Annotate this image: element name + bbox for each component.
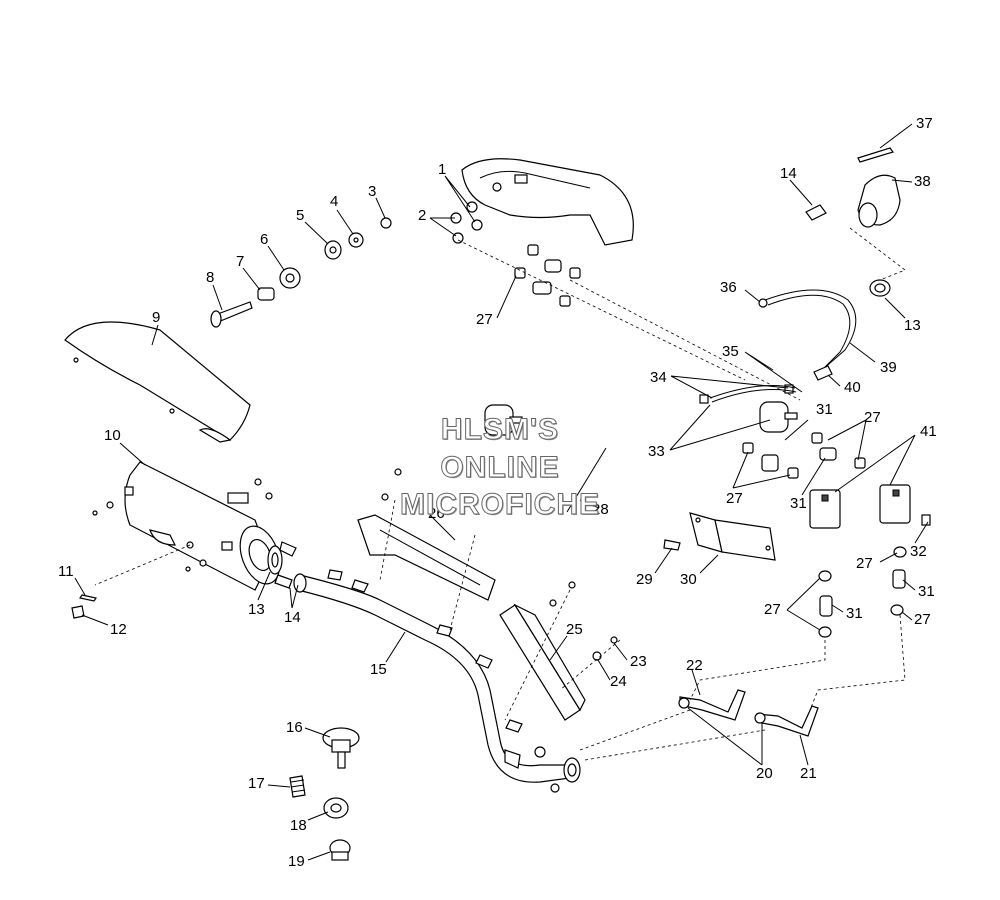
leader-lines [74,123,929,861]
callout-27-right: 27 [864,409,881,426]
alignment-lines [94,227,906,761]
callout-labels: 1 2 3 4 5 6 7 8 9 10 11 12 13 13 14 14 1… [58,115,937,870]
callout-15: 15 [370,661,387,678]
callout-17: 17 [248,775,265,792]
callout-22: 22 [686,657,703,674]
callout-28: 28 [592,501,609,518]
callout-31-lower: 31 [846,605,863,622]
clip-and-grommet [71,594,97,619]
pipe-heat-shield-upper [357,514,496,601]
watermark-line-3: MICROFICHE [400,488,600,521]
callout-2: 2 [418,207,426,224]
callout-41: 41 [920,423,937,440]
callout-32: 32 [910,543,927,560]
mounting-bracket [663,512,776,561]
callout-40: 40 [844,379,861,396]
callout-31-middle: 31 [790,495,807,512]
callout-11: 11 [58,563,74,580]
callout-4: 4 [330,193,338,210]
callout-6: 6 [260,231,268,248]
callout-14-lower: 14 [284,609,301,626]
flange-nuts [450,201,483,244]
callout-5: 5 [296,207,304,224]
callout-30: 30 [680,571,697,588]
shield-screws [381,468,618,661]
callout-10: 10 [104,427,121,444]
upper-right-components [709,147,901,403]
callout-27-upper: 27 [476,311,493,328]
mount-hardware-stack [210,217,392,328]
callout-31-right: 31 [918,583,935,600]
watermark-line-1: HLSM'S [440,413,560,446]
callout-34: 34 [650,369,667,386]
pipe-flange [504,746,581,793]
callout-37: 37 [916,115,933,132]
callout-13-upper: 13 [904,317,921,334]
callout-26: 26 [428,505,445,522]
probe-rod [566,447,607,513]
callout-23: 23 [630,653,647,670]
callout-9: 9 [152,309,160,326]
callout-18: 18 [290,817,307,834]
callout-31-upper: 31 [816,401,833,418]
callout-1: 1 [438,161,446,178]
callout-25: 25 [566,621,583,638]
callout-27-lower-a: 27 [856,555,873,572]
callout-24: 24 [610,673,627,690]
muffler-heat-shield [64,321,251,443]
callout-19: 19 [288,853,305,870]
watermark-line-2: ONLINE [440,451,560,484]
bushings-right [742,432,866,479]
vacuum-hoses [678,689,819,737]
callout-12: 12 [110,621,127,638]
callout-33: 33 [648,443,665,460]
callout-14-upper: 14 [780,165,797,182]
upper-heat-shield [461,158,634,246]
callout-16: 16 [286,719,303,736]
muffler-gasket-springs [267,541,297,589]
callout-3: 3 [368,183,376,200]
bushings-upper [514,244,581,307]
callout-8: 8 [206,269,214,286]
callout-7: 7 [236,253,244,270]
bushings-lower-right [818,546,907,638]
callout-38: 38 [914,173,931,190]
callout-21: 21 [800,765,817,782]
callout-39: 39 [880,359,897,376]
loose-hardware-lower [289,727,360,861]
callout-20: 20 [756,765,773,782]
callout-36: 36 [720,279,737,296]
solenoid-valves [809,484,931,529]
callout-27-lower-b: 27 [764,601,781,618]
callout-29: 29 [636,571,653,588]
resonator-canisters [484,384,798,436]
muffler [124,461,281,591]
callout-13-lower: 13 [248,601,265,618]
callout-27-middle: 27 [726,490,743,507]
muffler-mount-bolts [92,478,273,572]
callout-35: 35 [722,343,739,360]
callout-27-lower-c: 27 [914,611,931,628]
